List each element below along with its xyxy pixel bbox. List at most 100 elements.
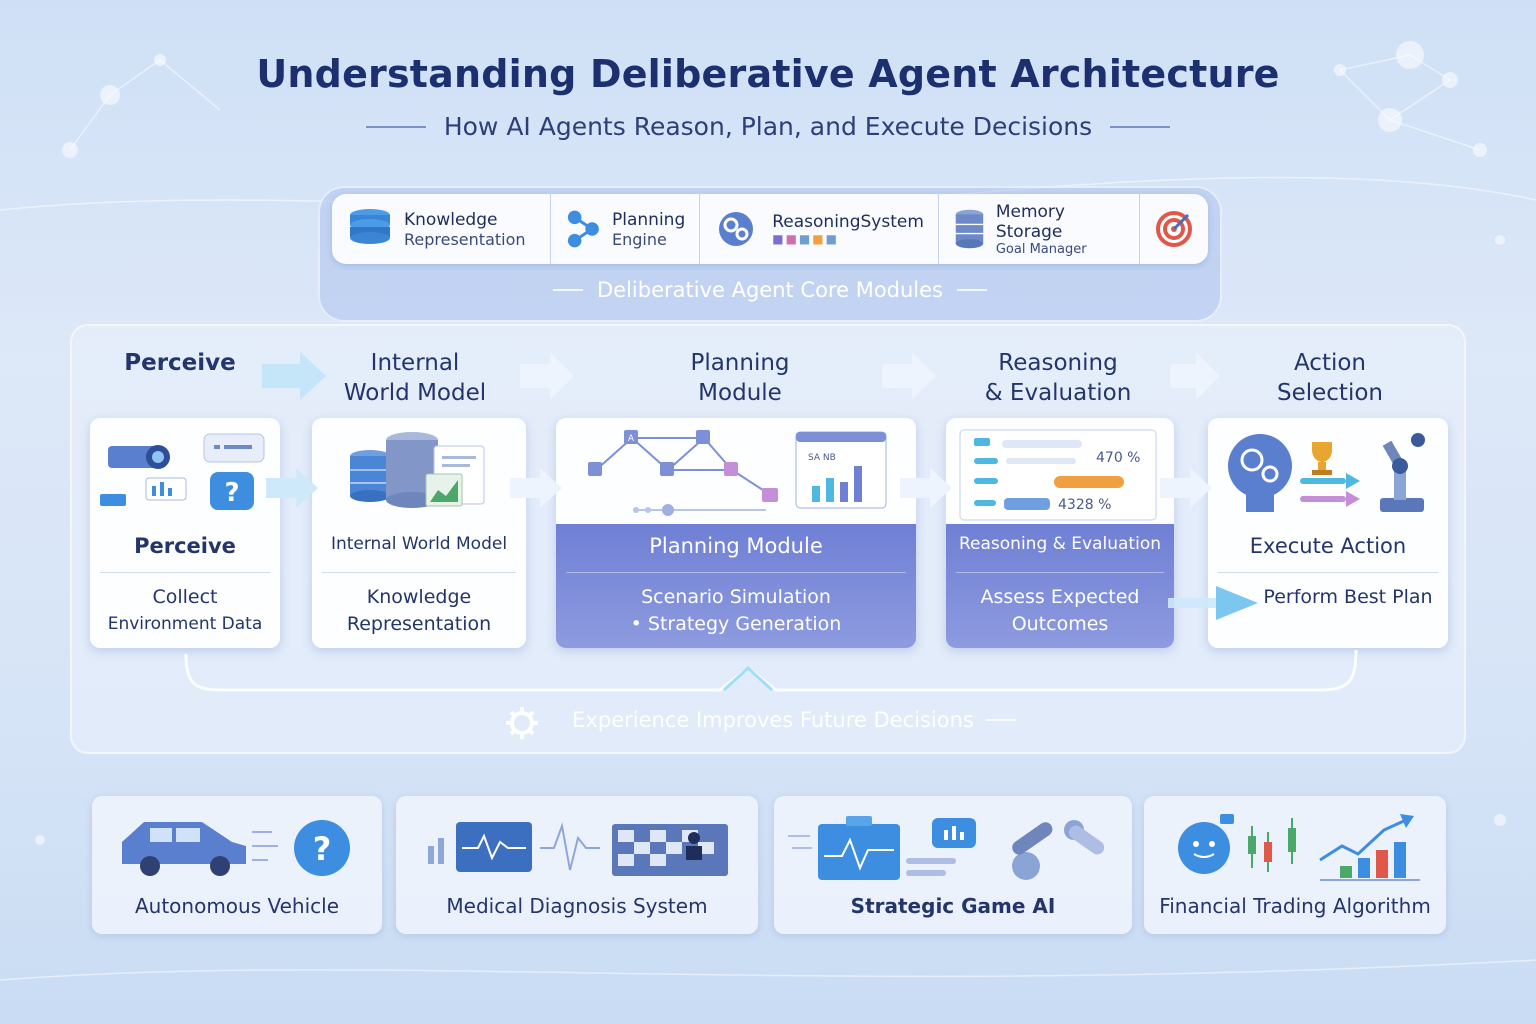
stage-heading-text: Perceive — [124, 350, 236, 376]
core-modules-caption: Deliberative Agent Core Modules — [596, 278, 944, 302]
stage-card-description: Assess Expected Outcomes — [946, 584, 1174, 638]
desc-line2: • Strategy Generation — [630, 613, 842, 635]
core-module-line1: Memory Storage — [995, 201, 1065, 242]
example-label: Medical Diagnosis System — [446, 894, 708, 918]
stage-card-title: Reasoning & Evaluation — [958, 534, 1161, 554]
stage-card-description: Perform Best Plan — [1248, 584, 1448, 611]
network-nodes-icon — [568, 210, 600, 248]
example-autonomous-vehicle: ? Autonomous Vehicle — [92, 796, 382, 934]
stage-card-description: Scenario Simulation • Strategy Generatio… — [556, 584, 916, 638]
stage-card-perceive: ? Perceive Collect Environment Data — [90, 418, 280, 648]
subtitle-right-rule — [1110, 125, 1171, 128]
core-caption-row: Deliberative Agent Core Modules — [318, 278, 1222, 302]
desc-line2: Outcomes — [1011, 613, 1109, 635]
storage-cylinder-icon — [955, 209, 984, 249]
stage-heading-reasoning: Reasoning & Evaluation — [960, 348, 1156, 408]
example-medical-diagnosis: Medical Diagnosis System — [396, 796, 758, 934]
card-arrow — [266, 468, 1212, 508]
execute-arrow-icon — [1168, 586, 1258, 620]
stage-card-title: Internal World Model — [330, 534, 508, 554]
desc-line1: Perform Best Plan — [1263, 586, 1433, 608]
feedback-caption: Experience Improves Future Decisions — [572, 708, 974, 732]
caption-rule — [957, 289, 988, 291]
stage-heading-perceive: Perceive — [100, 348, 260, 378]
core-modules-panel: Knowledge Representation Planning Engine — [318, 186, 1222, 322]
node-label: A — [628, 434, 635, 444]
core-module-line2: Representation — [404, 229, 526, 249]
medical-monitor-icon — [428, 822, 728, 876]
caption-rule — [552, 289, 583, 291]
planning-card-lower — [556, 524, 916, 648]
stage-card-title: Execute Action — [1249, 534, 1407, 558]
colored-dots-indicator: ■■■■■ — [772, 232, 839, 246]
gear-icon — [506, 707, 538, 739]
robot-action-illustration — [1228, 433, 1425, 512]
stage-heading-line2: World Model — [343, 380, 487, 406]
trading-chart-icon — [1178, 814, 1420, 881]
core-module-memory: Memory Storage Goal Manager — [939, 194, 1140, 264]
stage-heading-world-model: Internal World Model — [320, 348, 510, 408]
svg-text:?: ? — [313, 830, 332, 868]
core-module-line2: Goal Manager — [995, 241, 1087, 257]
core-module-line1: Planning — [612, 209, 686, 230]
card-divider — [100, 572, 270, 573]
stage-heading-line1: Planning — [690, 350, 790, 376]
feedback-loop-line — [184, 649, 1358, 692]
subtitle-left-rule — [365, 125, 426, 128]
stage-heading-action: Action Selection — [1250, 348, 1410, 408]
stage-heading-planning: Planning Module — [640, 348, 840, 408]
database-documents-illustration — [350, 432, 485, 508]
car-icon: ? — [122, 820, 350, 876]
chart-caption: SA NB — [808, 453, 836, 463]
stage-heading-line1: Action — [1293, 350, 1367, 376]
card-divider — [956, 572, 1164, 573]
core-module-line1: ReasoningSystem — [772, 212, 924, 232]
stage-card-title: Perceive — [134, 534, 236, 558]
desc-line2: Representation — [346, 613, 492, 635]
target-icon — [1156, 211, 1192, 247]
core-module-goal — [1140, 194, 1208, 264]
page-subtitle: How AI Agents Reason, Plan, and Execute … — [443, 112, 1093, 141]
feedback-row: Experience Improves Future Decisions — [0, 708, 1536, 732]
core-modules-bar: Knowledge Representation Planning Engine — [332, 194, 1208, 264]
desc-line1: Knowledge — [366, 586, 472, 608]
score-value: 4328 % — [1058, 497, 1111, 513]
example-strategic-game: Strategic Game AI — [774, 796, 1132, 934]
core-module-line1: Knowledge — [404, 209, 498, 230]
core-module-planning: Planning Engine — [551, 194, 701, 264]
subtitle-row: How AI Agents Reason, Plan, and Execute … — [0, 112, 1536, 141]
core-module-line2: Engine — [612, 229, 667, 249]
planning-graph-illustration: A SA NB — [588, 430, 887, 516]
stage-card-title: Planning Module — [649, 534, 823, 558]
card-divider — [566, 572, 906, 573]
database-icon — [350, 209, 390, 244]
core-module-reasoning: ReasoningSystem ■■■■■ — [700, 194, 939, 264]
example-label: Strategic Game AI — [850, 894, 1056, 918]
score-value: 470 % — [1096, 450, 1140, 466]
example-label: Autonomous Vehicle — [134, 894, 340, 918]
stage-card-action: Execute Action Perform Best Plan — [1208, 418, 1448, 648]
desc-line1: Collect — [152, 586, 218, 608]
desc-line2: Environment Data — [107, 614, 263, 634]
stage-heading-line2: Module — [698, 380, 782, 406]
card-divider — [1218, 572, 1438, 573]
feedback-rule — [985, 719, 1016, 721]
card-divider — [322, 572, 516, 573]
stage-heading-line2: Selection — [1277, 380, 1383, 406]
desc-line1: Assess Expected — [980, 586, 1140, 608]
stage-card-planning: A SA NB Planning Module Scenario Simulat… — [556, 418, 916, 648]
evaluation-scores-illustration: 470 % 4328 % — [959, 429, 1157, 521]
camera-sensor-illustration: ? — [100, 433, 265, 510]
core-module-knowledge: Knowledge Representation — [332, 194, 552, 264]
stage-heading-line1: Internal — [370, 350, 460, 376]
example-label: Financial Trading Algorithm — [1159, 894, 1431, 918]
stage-heading-line1: Reasoning — [998, 350, 1118, 376]
reasoning-card-lower — [946, 524, 1174, 648]
brain-gears-icon — [719, 212, 754, 246]
stage-heading-line2: & Evaluation — [984, 380, 1132, 406]
stage-card-description: Collect Environment Data — [90, 584, 280, 638]
game-strategy-icon — [788, 816, 1105, 880]
example-financial-trading: Financial Trading Algorithm — [1144, 796, 1446, 934]
